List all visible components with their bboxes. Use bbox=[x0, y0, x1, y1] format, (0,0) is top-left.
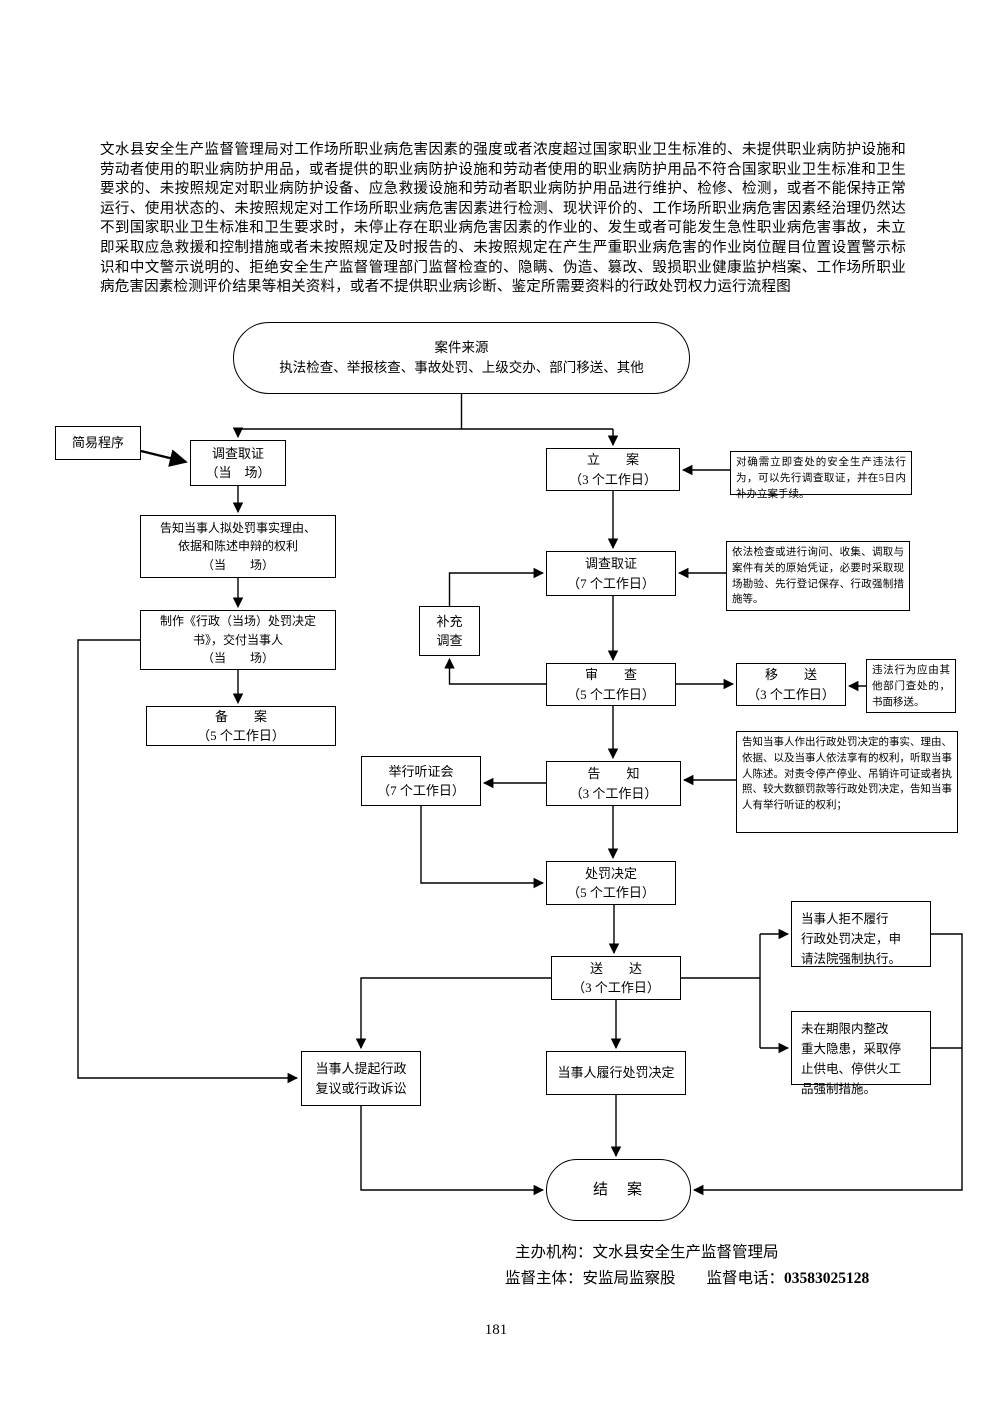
node-simple-procedure: 简易程序 bbox=[55, 426, 141, 460]
node-filing: 立 案 （3 个工作日） bbox=[546, 448, 680, 491]
node-overdue-measures: 未在期限内整改 重大隐患，采取停 止供电、停供火工 品强制措施。 bbox=[791, 1011, 931, 1096]
note-transfer: 违法行为应由其他部门查处的，书面移送。 bbox=[866, 659, 956, 713]
node-delivery: 送 达 （3 个工作日） bbox=[551, 956, 681, 1000]
intro-paragraph: 文水县安全生产监督管理局对工作场所职业病危害因素的强度或者浓度超过国家职业卫生标… bbox=[100, 142, 906, 296]
node-penalty-decision: 处罚决定 （5 个工作日） bbox=[546, 861, 676, 905]
footer-supervisor: 监督主体：安监局监察股 监督电话：03583025128 bbox=[505, 1266, 869, 1292]
node-onsite-investigation: 调查取证 （当 场） bbox=[190, 440, 286, 486]
node-appeal: 当事人提起行政 复议或行政诉讼 bbox=[301, 1051, 421, 1106]
node-fulfill: 当事人履行处罚决定 bbox=[546, 1051, 686, 1095]
node-review: 审 查 （5 个工作日） bbox=[546, 663, 676, 706]
node-record: 备 案 （5 个工作日） bbox=[146, 706, 336, 746]
footer-supervisor-label: 监督主体：安监局监察股 监督电话： bbox=[505, 1270, 785, 1287]
node-refuse-enforce: 当事人拒不履行 行政处罚决定，申 请法院强制执行。 bbox=[791, 901, 931, 967]
node-inform-party-onsite: 告知当事人拟处罚事实理由、 依据和陈述申辩的权利 （当 场） bbox=[140, 515, 336, 578]
node-investigation: 调查取证 （7 个工作日） bbox=[546, 551, 676, 596]
note-filing: 对确需立即查处的安全生产违法行为，可以先行调查取证，并在5日内补办立案手续。 bbox=[730, 451, 912, 500]
node-onsite-decision: 制作《行政（当场）处罚决定 书》，交付当事人 （当 场） bbox=[140, 610, 336, 670]
footer: 主办机构：文水县安全生产监督管理局 监督主体：安监局监察股 监督电话：03583… bbox=[505, 1240, 869, 1292]
node-transfer: 移 送 （3 个工作日） bbox=[736, 663, 846, 706]
node-hearing: 举行听证会 （7 个工作日） bbox=[361, 756, 481, 806]
node-case-source: 案件来源 执法检查、举报核查、事故处罚、上级交办、部门移送、其他 bbox=[233, 322, 690, 394]
page-number: 181 bbox=[484, 1322, 508, 1338]
note-inform: 告知当事人作出行政处罚决定的事实、理由、依据、以及当事人依法享有的权利，听取当事… bbox=[736, 731, 958, 833]
node-supplementary-investigation: 补充 调查 bbox=[419, 606, 480, 656]
footer-supervisor-phone: 03583025128 bbox=[784, 1270, 870, 1287]
node-inform: 告 知 （3 个工作日） bbox=[546, 761, 681, 806]
footer-organizer: 主办机构：文水县安全生产监督管理局 bbox=[515, 1244, 779, 1261]
note-investigation: 依法检查或进行询问、收集、调取与案件有关的原始凭证，必要时采取现场勘验、先行登记… bbox=[726, 541, 910, 611]
node-close-case: 结 案 bbox=[546, 1159, 691, 1221]
